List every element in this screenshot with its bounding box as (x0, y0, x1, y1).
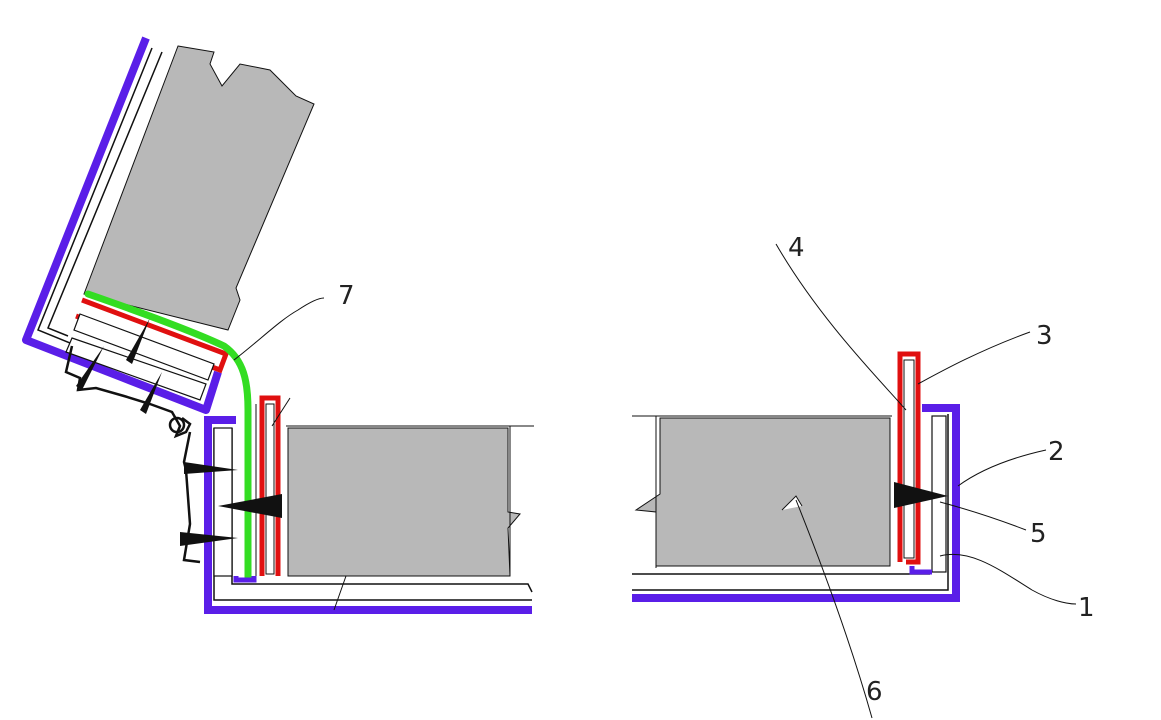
leader-1 (939, 553, 1077, 605)
left-red-inner (265, 403, 275, 575)
leader-2 (957, 449, 1047, 487)
label-4: 4 (788, 233, 805, 263)
right-grey-panel (634, 417, 891, 567)
left-red-tick (271, 397, 291, 427)
hinge-bracket (182, 431, 201, 564)
left-fastener-2 (218, 494, 282, 518)
left-fastener-1 (184, 462, 238, 474)
right-fastener (894, 482, 948, 508)
label-2: 2 (1048, 437, 1065, 467)
label-3: 3 (1036, 321, 1053, 351)
right-red-channel (897, 351, 921, 565)
leader-4 (775, 243, 907, 411)
label-1: 1 (1078, 593, 1095, 623)
left-purple-foot (233, 576, 257, 583)
hinge-pivot (168, 416, 186, 434)
tilted-strip-2 (65, 337, 207, 401)
left-red-channel (259, 395, 281, 576)
left-side-post (213, 427, 233, 577)
left-assembly (22, 36, 534, 614)
right-red-inner (903, 359, 915, 559)
tilted-grey-panel (83, 45, 315, 331)
label-7: 7 (338, 281, 355, 311)
tilted-outer-frame (22, 36, 222, 414)
right-panel-notch (781, 495, 803, 511)
right-purple-foot (909, 566, 932, 575)
tilted-inner-frame-2 (47, 51, 163, 337)
right-inner-channel (632, 414, 949, 591)
green-seal-strip (84, 290, 252, 582)
leader-5 (939, 501, 1027, 531)
tilted-panel-group (22, 36, 315, 414)
left-grey-panel (287, 427, 521, 577)
labels: 7 4 3 2 5 1 6 (338, 233, 1095, 707)
right-assembly (632, 243, 1077, 719)
label-5: 5 (1030, 519, 1047, 549)
leader-3 (917, 331, 1031, 385)
tilted-fastener-2 (76, 346, 104, 390)
left-fastener-3 (180, 532, 238, 546)
leader-7 (233, 297, 325, 361)
tilted-fastener-1 (126, 318, 150, 364)
left-bottom-tick (333, 575, 347, 611)
left-outer-channel (204, 416, 532, 614)
label-6: 6 (866, 677, 883, 707)
leader-6 (795, 499, 873, 719)
right-outer-channel (632, 404, 960, 602)
hinge-linkage (64, 345, 192, 439)
tilted-strip (73, 313, 215, 381)
